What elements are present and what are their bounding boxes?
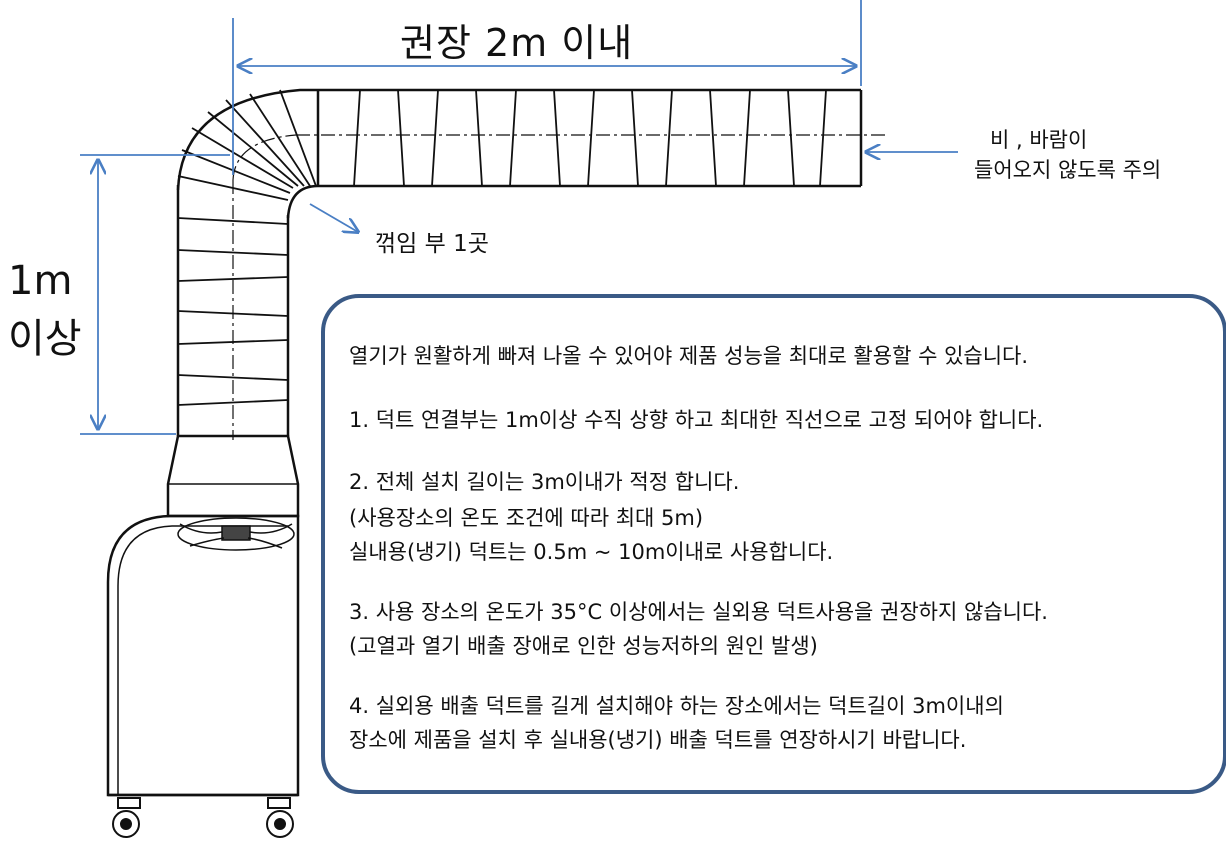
duct-collar — [166, 434, 300, 518]
note-3-detail: (고열과 열기 배출 장애로 인한 성능저하의 원인 발생) — [349, 634, 818, 658]
note-3: 3. 사용 장소의 온도가 35°C 이상에서는 실외용 덕트사용을 권장하지 … — [349, 600, 1048, 624]
bend-arrow — [309, 203, 358, 232]
fan-icon — [177, 517, 295, 551]
installation-notes-box: 열기가 원활하게 빠져 나올 수 있어야 제품 성능을 최대로 활용할 수 있습… — [321, 294, 1226, 794]
vertical-duct — [176, 185, 290, 436]
duct-centerline — [232, 134, 888, 440]
note-2-detail-a: (사용장소의 온도 조건에 따라 최대 5m) — [349, 506, 704, 530]
note-2: 2. 전체 설치 길이는 3m이내가 적정 합니다. — [349, 470, 740, 494]
horizontal-duct — [316, 88, 863, 188]
horizontal-duct-ribs — [353, 89, 827, 187]
note-1: 1. 덕트 연결부는 1m이상 수직 상향 하고 최대한 직선으로 고정 되어야… — [349, 408, 1044, 432]
elbow-duct-ribs — [177, 89, 317, 201]
notes-intro: 열기가 원활하게 빠져 나올 수 있어야 제품 성능을 최대로 활용할 수 있습… — [349, 344, 1029, 368]
dimension-horizontal — [232, 0, 862, 175]
bend-count-label: 꺾임 부 1곳 — [375, 231, 489, 257]
min-height-label-suffix: 이상 — [8, 316, 82, 362]
rain-warning-line-2: 들어오지 않도록 주의 — [974, 158, 1162, 182]
min-height-label-value: 1m — [8, 258, 73, 304]
cooler-unit — [106, 514, 300, 797]
recommended-length-label: 권장 2m 이내 — [400, 21, 634, 65]
caster-right — [266, 797, 294, 838]
elbow-duct — [176, 88, 319, 219]
rain-warning-line-1: 비 , 바람이 — [990, 128, 1088, 152]
caster-left — [112, 797, 141, 838]
note-2-detail-b: 실내용(냉기) 덕트는 0.5m ~ 10m이내로 사용합니다. — [349, 540, 834, 564]
note-4-detail: 장소에 제품을 설치 후 실내용(냉기) 배출 덕트를 연장하시기 바랍니다. — [349, 728, 967, 752]
dimension-vertical — [80, 154, 230, 435]
note-4: 4. 실외용 배출 덕트를 길게 설치해야 하는 장소에서는 덕트길이 3m이내… — [349, 694, 1004, 718]
